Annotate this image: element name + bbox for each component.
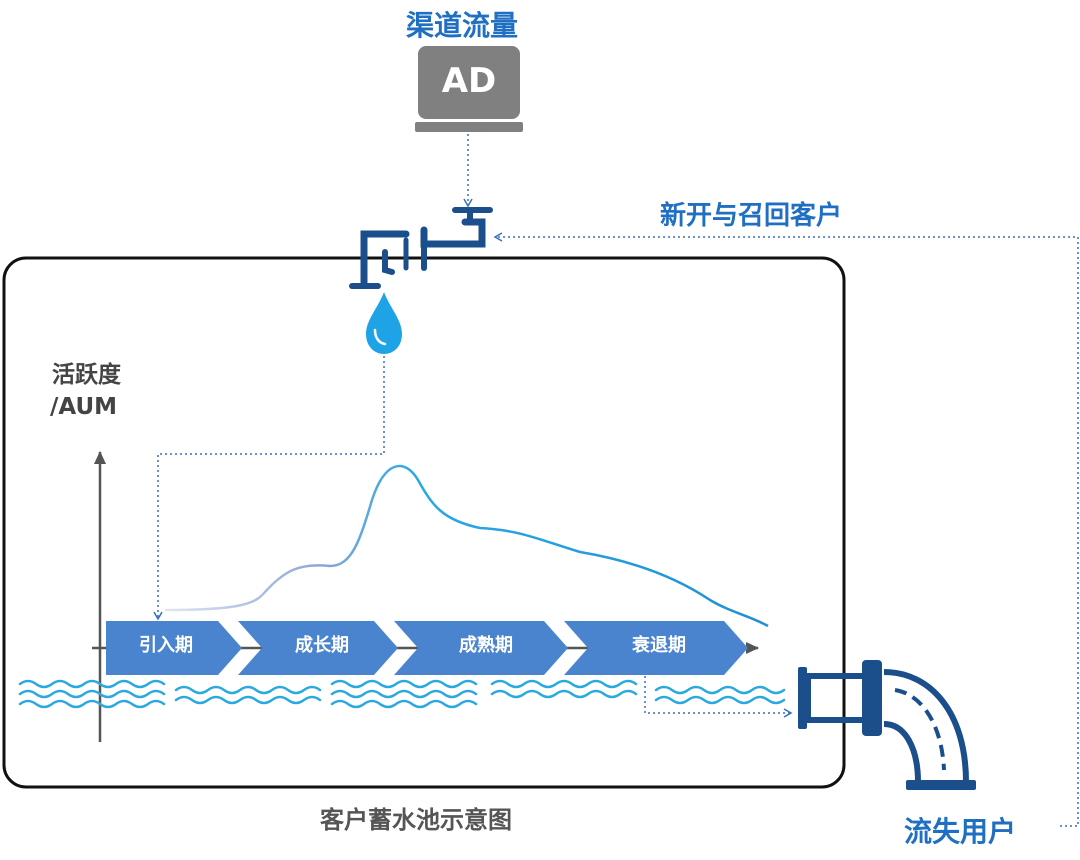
- water-drop-highlight: [373, 328, 387, 346]
- stage-chevron-growth: [238, 621, 398, 675]
- water-drop-icon: [366, 292, 402, 354]
- channel-traffic-label: 渠道流量: [406, 9, 519, 42]
- flow-drop-to-intro: [153, 356, 385, 621]
- ad-badge-label: AD: [441, 61, 497, 101]
- drain-pipe-icon: [798, 660, 976, 790]
- stage-label-intro: 引入期: [139, 635, 193, 656]
- stage-chevron-intro: [106, 621, 242, 675]
- flow-recall-loop: [493, 232, 1079, 827]
- y-axis-unit-label: /AUM: [50, 394, 118, 420]
- stage-chevron-mature: [394, 621, 568, 675]
- reservoir-box: [2, 256, 846, 789]
- stage-label-decline: 衰退期: [632, 635, 686, 656]
- stage-chevron-decline: [564, 621, 748, 675]
- activity-curve: [164, 464, 769, 628]
- caption-label: 客户蓄水池示意图: [320, 806, 512, 834]
- faucet-icon: [349, 207, 493, 289]
- ad-monitor-icon: [415, 46, 523, 132]
- stage-label-growth: 成长期: [295, 635, 349, 656]
- lost-users-label: 流失用户: [904, 815, 1017, 848]
- stage-chevrons: [106, 621, 748, 675]
- stage-label-mature: 成熟期: [459, 635, 513, 656]
- flow-decline-to-drain: [644, 676, 793, 718]
- water-waves: [18, 679, 786, 709]
- y-axis-label: 活跃度: [52, 362, 121, 388]
- new-and-recall-label: 新开与召回客户: [660, 201, 843, 231]
